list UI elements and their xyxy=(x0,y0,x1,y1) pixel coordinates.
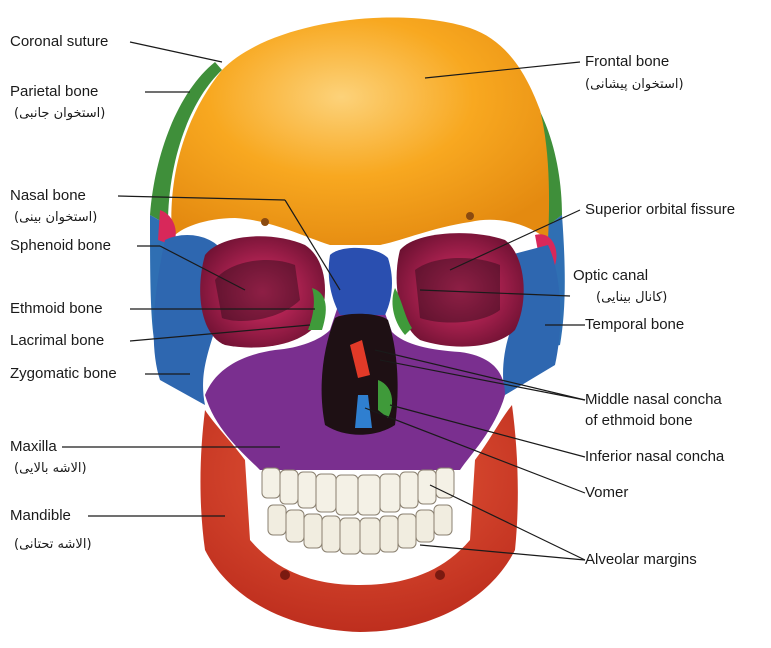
label-frontal-bone: Frontal bone xyxy=(585,53,669,71)
label-maxilla: Maxilla xyxy=(10,438,57,456)
label-coronal-suture: Coronal suture xyxy=(10,33,108,51)
label-temporal-bone: Temporal bone xyxy=(585,316,684,334)
mental-foramen-left xyxy=(280,570,290,580)
label-nasal-bone-fa: (استخوان بینی) xyxy=(14,210,97,226)
label-inferior-nasal-concha: Inferior nasal concha xyxy=(585,448,724,466)
label-sphenoid-bone: Sphenoid bone xyxy=(10,237,111,255)
nasal-bone-shape xyxy=(329,248,392,315)
label-mandible-fa: (الاشه تحتانی) xyxy=(14,537,92,553)
label-vomer: Vomer xyxy=(585,484,628,502)
label-zygomatic-bone: Zygomatic bone xyxy=(10,365,117,383)
frontal-bone xyxy=(171,17,549,245)
label-ethmoid-bone: Ethmoid bone xyxy=(10,300,103,318)
label-frontal-bone-fa: (استخوان پیشانی) xyxy=(585,77,684,93)
label-alveolar-margins: Alveolar margins xyxy=(585,551,697,569)
mental-foramen-right xyxy=(435,570,445,580)
label-nasal-bone: Nasal bone xyxy=(10,187,86,205)
label-middle-nasal-concha-1: Middle nasal concha xyxy=(585,391,722,409)
label-maxilla-fa: (الاشه بالایی) xyxy=(14,461,87,477)
label-middle-nasal-concha-2: of ethmoid bone xyxy=(585,412,693,430)
label-optic-canal: Optic canal xyxy=(573,267,648,285)
label-parietal-bone-fa: (استخوان جانبی) xyxy=(14,106,105,122)
label-parietal-bone: Parietal bone xyxy=(10,83,98,101)
label-superior-orbital-fissure: Superior orbital fissure xyxy=(585,201,735,219)
label-mandible: Mandible xyxy=(10,507,71,525)
upper-teeth xyxy=(262,468,454,515)
supraorbital-foramen-right xyxy=(466,212,474,220)
supraorbital-foramen-left xyxy=(261,218,269,226)
label-optic-canal-fa: (کانال بینایی) xyxy=(596,290,667,306)
label-lacrimal-bone: Lacrimal bone xyxy=(10,332,104,350)
